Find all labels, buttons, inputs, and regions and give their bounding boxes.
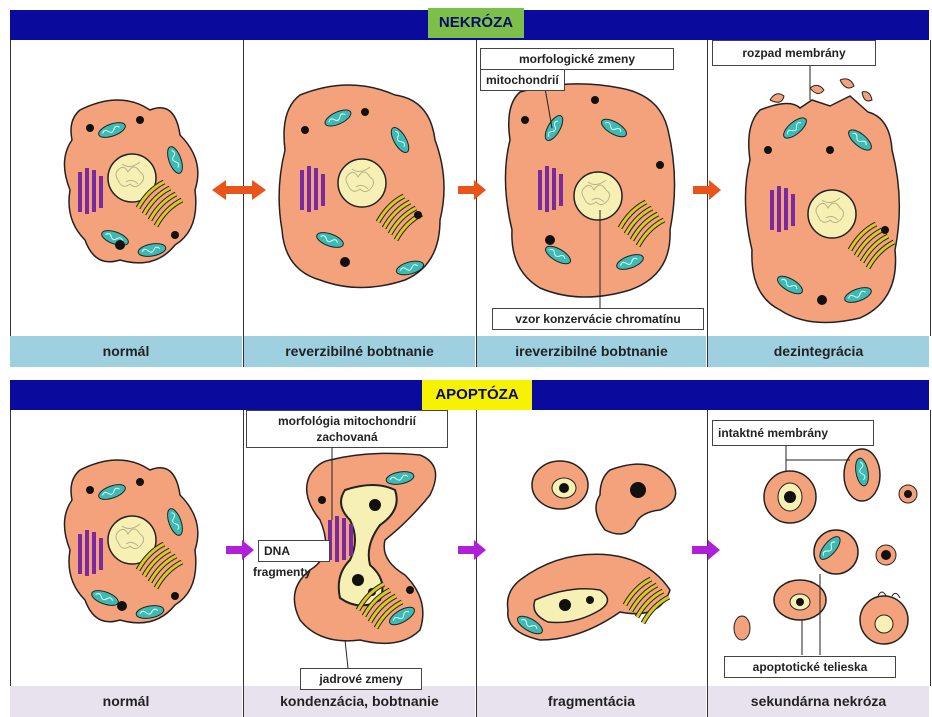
label-chromatin: vzor konzervácie chromatínu (492, 308, 704, 330)
label-mitochondria: mitochondrií (480, 70, 565, 91)
apoptosis-cell-secondary-necrosis (734, 449, 917, 644)
label-mito-morph: morfológia mitochondrií zachovaná (246, 410, 448, 448)
label-membrane-break: rozpad membrány (712, 40, 876, 66)
necrosis-arrow-2 (458, 180, 486, 200)
apoptosis-arrow-2 (458, 540, 486, 560)
label-morph-changes: morfologické zmeny (480, 48, 674, 70)
necrosis-cell-normal (64, 100, 197, 263)
apoptosis-cell-fragmentation (508, 461, 676, 640)
label-mito-morph-line1: morfológia mitochondrií (252, 413, 442, 429)
label-nuclear-changes: jadrové zmeny (300, 668, 422, 690)
apoptosis-arrow-3 (692, 540, 720, 560)
necrosis-arrow-3 (693, 180, 721, 200)
apoptosis-cell-normal (64, 460, 197, 623)
necrosis-cell-irreversible (505, 84, 674, 297)
label-intact-membranes: intaktné membrány (712, 420, 874, 446)
label-fragments: fragmenty (248, 562, 316, 582)
label-dna: DNA (258, 540, 330, 562)
necrosis-cell-reversible (279, 85, 444, 288)
apoptosis-arrow-1 (226, 540, 254, 560)
necrosis-arrow-1 (212, 180, 266, 200)
necrosis-cell-disintegration (745, 79, 899, 323)
label-mito-morph-line2: zachovaná (252, 429, 442, 445)
label-apoptotic-bodies: apoptotické telieska (724, 656, 896, 678)
